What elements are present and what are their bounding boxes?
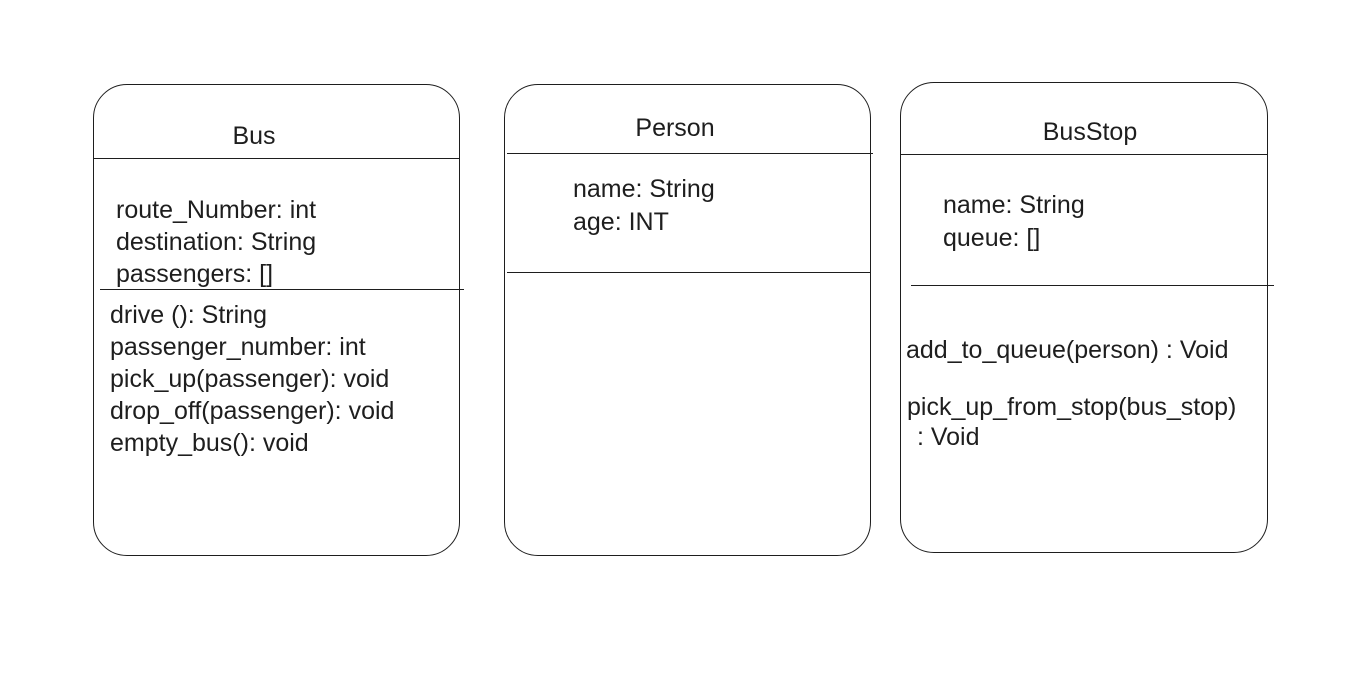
method-line: add_to_queue(person) : Void xyxy=(906,336,1229,364)
class-divider-attributes xyxy=(100,289,464,290)
attribute-line: name: String xyxy=(943,191,1085,219)
class-divider-attributes xyxy=(507,272,871,273)
method-line: passenger_number: int xyxy=(110,333,366,361)
attribute-line: age: INT xyxy=(573,208,669,236)
method-line: pick_up(passenger): void xyxy=(110,365,390,393)
method-line: pick_up_from_stop(bus_stop) xyxy=(907,393,1237,421)
attribute-line: destination: String xyxy=(116,228,317,256)
class-box-outline xyxy=(900,82,1268,553)
method-line: drop_off(passenger): void xyxy=(110,397,395,425)
class-divider-attributes xyxy=(911,285,1274,286)
method-line: : Void xyxy=(910,423,980,451)
attribute-line: route_Number: int xyxy=(116,196,317,224)
method-line: drive (): String xyxy=(110,301,267,329)
attribute-line: name: String xyxy=(573,175,715,203)
class-divider-name xyxy=(507,153,873,154)
class-box-outline xyxy=(504,84,871,556)
class-name: Person xyxy=(635,114,715,142)
class-box-outline xyxy=(93,84,460,556)
method-line: empty_bus(): void xyxy=(110,429,309,457)
class-divider-name xyxy=(901,154,1267,155)
attribute-line: queue: [] xyxy=(943,224,1041,252)
attribute-line: passengers: [] xyxy=(116,260,274,288)
class-name: BusStop xyxy=(1042,118,1138,146)
class-name: Bus xyxy=(232,122,276,150)
class-divider-name xyxy=(94,158,459,159)
